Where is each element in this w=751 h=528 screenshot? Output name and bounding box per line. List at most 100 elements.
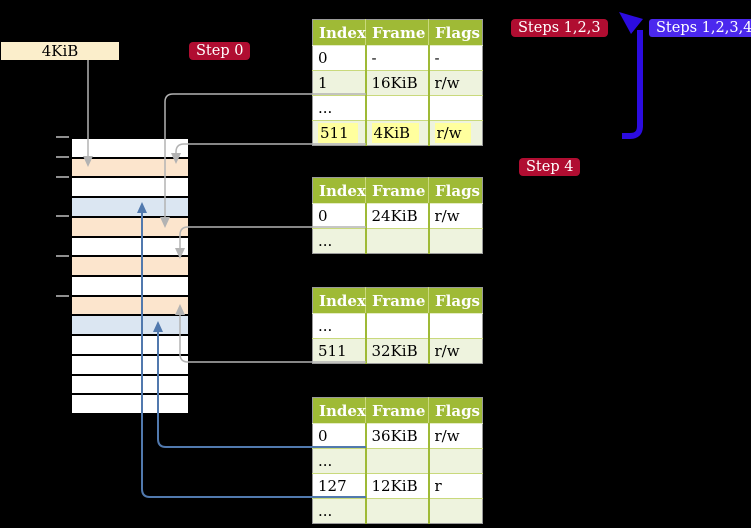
table-cell: 0 — [312, 423, 367, 449]
table-cell: 0 — [312, 203, 367, 229]
table-row: 511 4KiB r/w — [312, 120, 483, 146]
steps1234-badge: Steps 1,2,3,4 — [649, 19, 751, 37]
highlighted-value: 4KiB — [371, 123, 420, 143]
column-header: Frame — [365, 397, 429, 424]
memory-frame-white — [72, 355, 188, 376]
table-cell: 127 — [312, 473, 367, 499]
table-cell: 16KiB — [365, 70, 430, 96]
address-tick — [56, 155, 69, 158]
table-cell: ... — [312, 448, 367, 474]
table-cell: r/w — [428, 203, 483, 229]
table-cell — [365, 95, 430, 121]
memory-frame-white — [72, 237, 188, 258]
memory-frame-blue — [72, 316, 188, 337]
address-tick — [56, 136, 69, 138]
address-tick — [56, 215, 69, 218]
table-cell — [365, 313, 430, 339]
table-cell: r/w — [428, 423, 483, 449]
memory-frame-white — [72, 336, 188, 356]
table-cell: ... — [312, 228, 367, 254]
memory-frame-white — [72, 139, 188, 159]
table-cell: 12KiB — [365, 473, 430, 499]
table-cell — [428, 498, 483, 524]
arrow-loop-back-to-table-head — [619, 12, 643, 34]
arrow-entry511-to-4kib-frame — [171, 143, 366, 164]
table-cell — [428, 313, 483, 339]
table-row: ... — [312, 313, 483, 339]
column-header: Index — [312, 177, 366, 204]
memory-frame-white — [72, 395, 188, 414]
column-header: Frame — [365, 19, 429, 46]
column-header: Flags — [428, 177, 483, 204]
highlighted-value: 511 — [318, 123, 358, 143]
table-cell — [365, 228, 430, 254]
memory-frame-orange — [72, 158, 188, 179]
column-header: Index — [312, 19, 366, 46]
step0-badge: Step 0 — [189, 42, 251, 60]
table-row: ... — [312, 95, 483, 121]
table-cell: - — [428, 45, 483, 71]
table-cell: r/w — [428, 338, 483, 364]
column-header: Frame — [365, 287, 429, 314]
memory-frame-orange — [72, 217, 188, 238]
table-cell: r/w — [428, 70, 483, 96]
table-row: ... — [312, 448, 483, 474]
memory-frame-white — [72, 375, 188, 396]
table-cell: 511 — [312, 120, 367, 146]
frame-size-label: 4KiB — [1, 42, 119, 60]
table-cell: 36KiB — [365, 423, 430, 449]
address-tick — [56, 175, 69, 178]
table-cell: 4KiB — [365, 120, 430, 146]
column-header: Index — [312, 397, 366, 424]
table-row: ... — [312, 498, 483, 524]
arrow-loop-back-to-table — [619, 12, 643, 139]
highlighted-value: r/w — [434, 123, 471, 143]
table-cell: r/w — [428, 120, 483, 146]
memory-frame-white — [72, 178, 188, 199]
table-cell: 0 — [312, 45, 367, 71]
table-cell: r — [428, 473, 483, 499]
table-cell: 24KiB — [365, 203, 430, 229]
step4-badge: Step 4 — [519, 158, 581, 176]
table-row: ... — [312, 228, 483, 254]
table-cell: 511 — [312, 338, 367, 364]
column-header: Flags — [428, 19, 483, 46]
memory-frame-orange — [72, 257, 188, 278]
physical-memory-column — [70, 137, 190, 415]
table-cell — [428, 95, 483, 121]
table-cell: 1 — [312, 70, 367, 96]
memory-frame-blue — [72, 198, 188, 218]
address-tick — [56, 255, 69, 258]
memory-frame-white — [72, 277, 188, 297]
table-cell — [365, 448, 430, 474]
table-cell — [428, 228, 483, 254]
address-tick — [56, 294, 69, 297]
table-cell: 32KiB — [365, 338, 430, 364]
table-cell: - — [365, 45, 430, 71]
column-header: Frame — [365, 177, 429, 204]
table-cell: ... — [312, 95, 367, 121]
column-header: Flags — [428, 287, 483, 314]
table-row: 0-- — [312, 45, 483, 71]
table-cell — [365, 498, 430, 524]
column-header: Index — [312, 287, 366, 314]
memory-frame-orange — [72, 296, 188, 317]
table-cell: ... — [312, 313, 367, 339]
table-cell — [428, 448, 483, 474]
